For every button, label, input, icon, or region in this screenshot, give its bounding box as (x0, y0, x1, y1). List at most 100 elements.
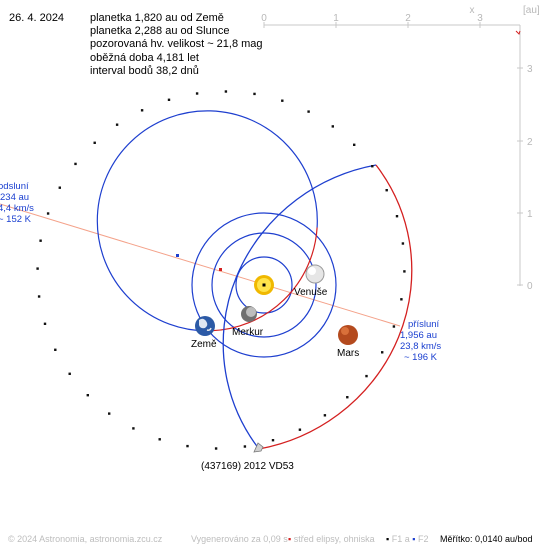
perihelion-temperature: ~ 196 K (404, 352, 438, 363)
orbit-point (400, 298, 403, 301)
sun (254, 275, 274, 295)
orbit-point (281, 99, 284, 102)
asteroid (253, 442, 264, 453)
x-tick-1: 1 (333, 13, 339, 24)
orbit-point (346, 396, 349, 399)
legend-f2-text: F2 (417, 534, 429, 544)
orbit-point (140, 109, 144, 112)
x-axis-name: x (470, 5, 475, 16)
x-tick-2: 2 (405, 13, 411, 24)
date: 26. 4. 2024 (9, 12, 65, 24)
y-tick-0: 0 (527, 281, 533, 292)
orbit-point-markers (36, 90, 406, 450)
axis-marker (515, 30, 521, 35)
center-dot-icon: ▪ (288, 534, 292, 544)
f1-dot-icon: ▪ (386, 534, 390, 544)
mars-orbit-blue (96, 110, 318, 332)
f2-dot-icon: ▪ (412, 534, 416, 544)
footer-copyright[interactable]: © 2024 Astronomia, astronomia.zcu.cz (8, 534, 163, 544)
orbit-point (158, 438, 161, 441)
earth-orbit (191, 212, 337, 358)
focus-f2-marker (176, 254, 179, 257)
y-tick-2: 2 (527, 137, 533, 148)
apsis-line (0, 203, 401, 327)
orbit-point (307, 110, 310, 113)
orbit-point (224, 90, 228, 93)
perihelion-velocity: 23,8 km/s (400, 341, 441, 352)
orbit-point (132, 427, 135, 430)
orbit-point (253, 92, 256, 96)
perihelion-label: přísluní (408, 319, 440, 330)
info-distance-earth: planetka 1,820 au od Země (90, 12, 224, 24)
axis-unit: [au] (523, 5, 540, 16)
ellipse-center-marker (219, 268, 222, 271)
orbit-point (392, 325, 396, 328)
orbit-point (46, 212, 50, 215)
orbit-point (115, 123, 119, 126)
orbit-point (39, 239, 42, 242)
orbit-point (381, 351, 384, 354)
asteroid-orbit-blue (222, 164, 377, 450)
mars-orbit-red (210, 227, 318, 332)
orbit-point (93, 141, 96, 144)
orbit-point (385, 189, 388, 192)
orbit-point (395, 215, 399, 218)
axes (263, 22, 523, 286)
aphelion-label: odsluní (0, 181, 29, 192)
venus-label: Venuše (294, 287, 328, 298)
info-period: oběžná doba 4,181 let (90, 51, 199, 64)
orbit-point (243, 445, 247, 448)
x-tick-3: 3 (477, 13, 483, 24)
earth (195, 316, 215, 336)
orbit-point (43, 322, 47, 325)
aphelion-distance: 234 au (0, 192, 29, 203)
legend-f1-text: F1 a (391, 534, 410, 544)
aphelion-velocity: 4,4 km/s (0, 203, 34, 214)
orbit-point (331, 125, 334, 128)
legend-center-text: střed elipsy, ohniska (293, 534, 375, 544)
mercury-label: Merkur (232, 327, 264, 338)
orbit-point (167, 98, 171, 101)
aphelion-temperature: ~ 152 K (0, 214, 32, 225)
footer-legend-foci: ▪ F1 a ▪ F2 (386, 534, 428, 544)
mars (338, 325, 358, 345)
orbit-point (214, 447, 218, 450)
orbit-point (58, 186, 61, 189)
footer-legend-center: ▪ střed elipsy, ohniska (288, 534, 375, 544)
orbit-point (323, 414, 327, 417)
perihelion-info: přísluní 1,956 au 23,8 km/s ~ 196 K (400, 319, 441, 363)
info-point-interval: interval bodů 38,2 dnů (90, 64, 199, 77)
footer-generated: Vygenerováno za 0,09 s (191, 534, 288, 544)
orbit-point (54, 348, 57, 351)
orbit-point (74, 162, 77, 166)
orbit-point (186, 444, 189, 448)
orbit-point (271, 439, 275, 442)
mercury-orbit (235, 256, 293, 314)
orbit-point (403, 270, 406, 273)
orbit-point (298, 428, 302, 431)
x-tick-0: 0 (261, 13, 267, 24)
info-distance-sun: planetka 2,288 au od Slunce (90, 25, 230, 38)
earth-label: Země (191, 339, 217, 350)
venus (305, 264, 325, 284)
orbit-point (108, 412, 111, 415)
orbit-point (401, 242, 405, 245)
perihelion-distance: 1,956 au (400, 330, 437, 341)
orbit-point (365, 374, 368, 378)
info-magnitude: pozorovaná hv. velikost ~ 21,8 mag (90, 38, 263, 51)
orbit-point (36, 267, 39, 270)
mercury (241, 306, 257, 322)
orbit-point (37, 295, 41, 298)
asteroid-orbit-red (258, 164, 413, 450)
footer-scale: Měřítko: 0,0140 au/bod (440, 534, 533, 544)
orbit-point (195, 92, 199, 95)
planet-orbits (191, 212, 337, 358)
asteroid-label: (437169) 2012 VD53 (201, 461, 294, 472)
orbit-point (371, 165, 374, 168)
orbit-point (353, 143, 356, 146)
info-block: planetka 1,820 au od Země planetka 2,288… (90, 12, 263, 78)
orbit-point (86, 394, 89, 397)
aphelion-info: odsluní 234 au 4,4 km/s ~ 152 K (0, 181, 34, 225)
y-tick-3: 3 (527, 64, 533, 75)
